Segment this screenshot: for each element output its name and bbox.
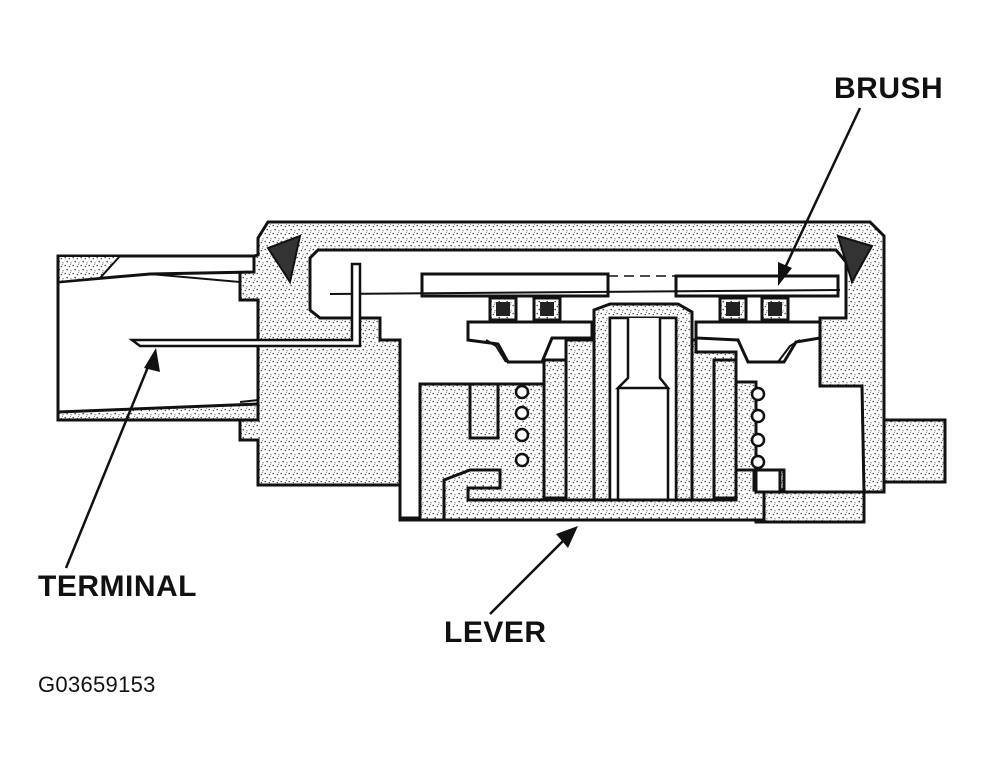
leader-lever [489, 526, 578, 615]
figure-id: G03659153 [38, 672, 156, 697]
lever-base [442, 468, 786, 522]
spring-post-left [468, 382, 500, 440]
leader-terminal [64, 348, 160, 569]
brush-holder-left [466, 320, 594, 364]
brush-contacts-left [488, 296, 562, 322]
brush-contacts-right [718, 296, 790, 322]
seal-right [836, 234, 874, 285]
spring-wall-right [712, 358, 738, 500]
brush-holder-right [694, 320, 822, 364]
terminal-wire [128, 262, 362, 348]
spring-wall-left [542, 358, 568, 500]
leader-brush [778, 107, 862, 286]
resistor-board-left [420, 272, 610, 298]
right-mounting-tab [882, 418, 947, 484]
seal-left [266, 234, 302, 285]
terminal-label: TERMINAL [38, 570, 197, 603]
lever-label: LEVER [444, 616, 547, 649]
return-spring-left [514, 384, 530, 468]
brush-label: BRUSH [834, 72, 944, 105]
resistor-board-right [674, 274, 840, 298]
return-spring-right [750, 386, 766, 470]
